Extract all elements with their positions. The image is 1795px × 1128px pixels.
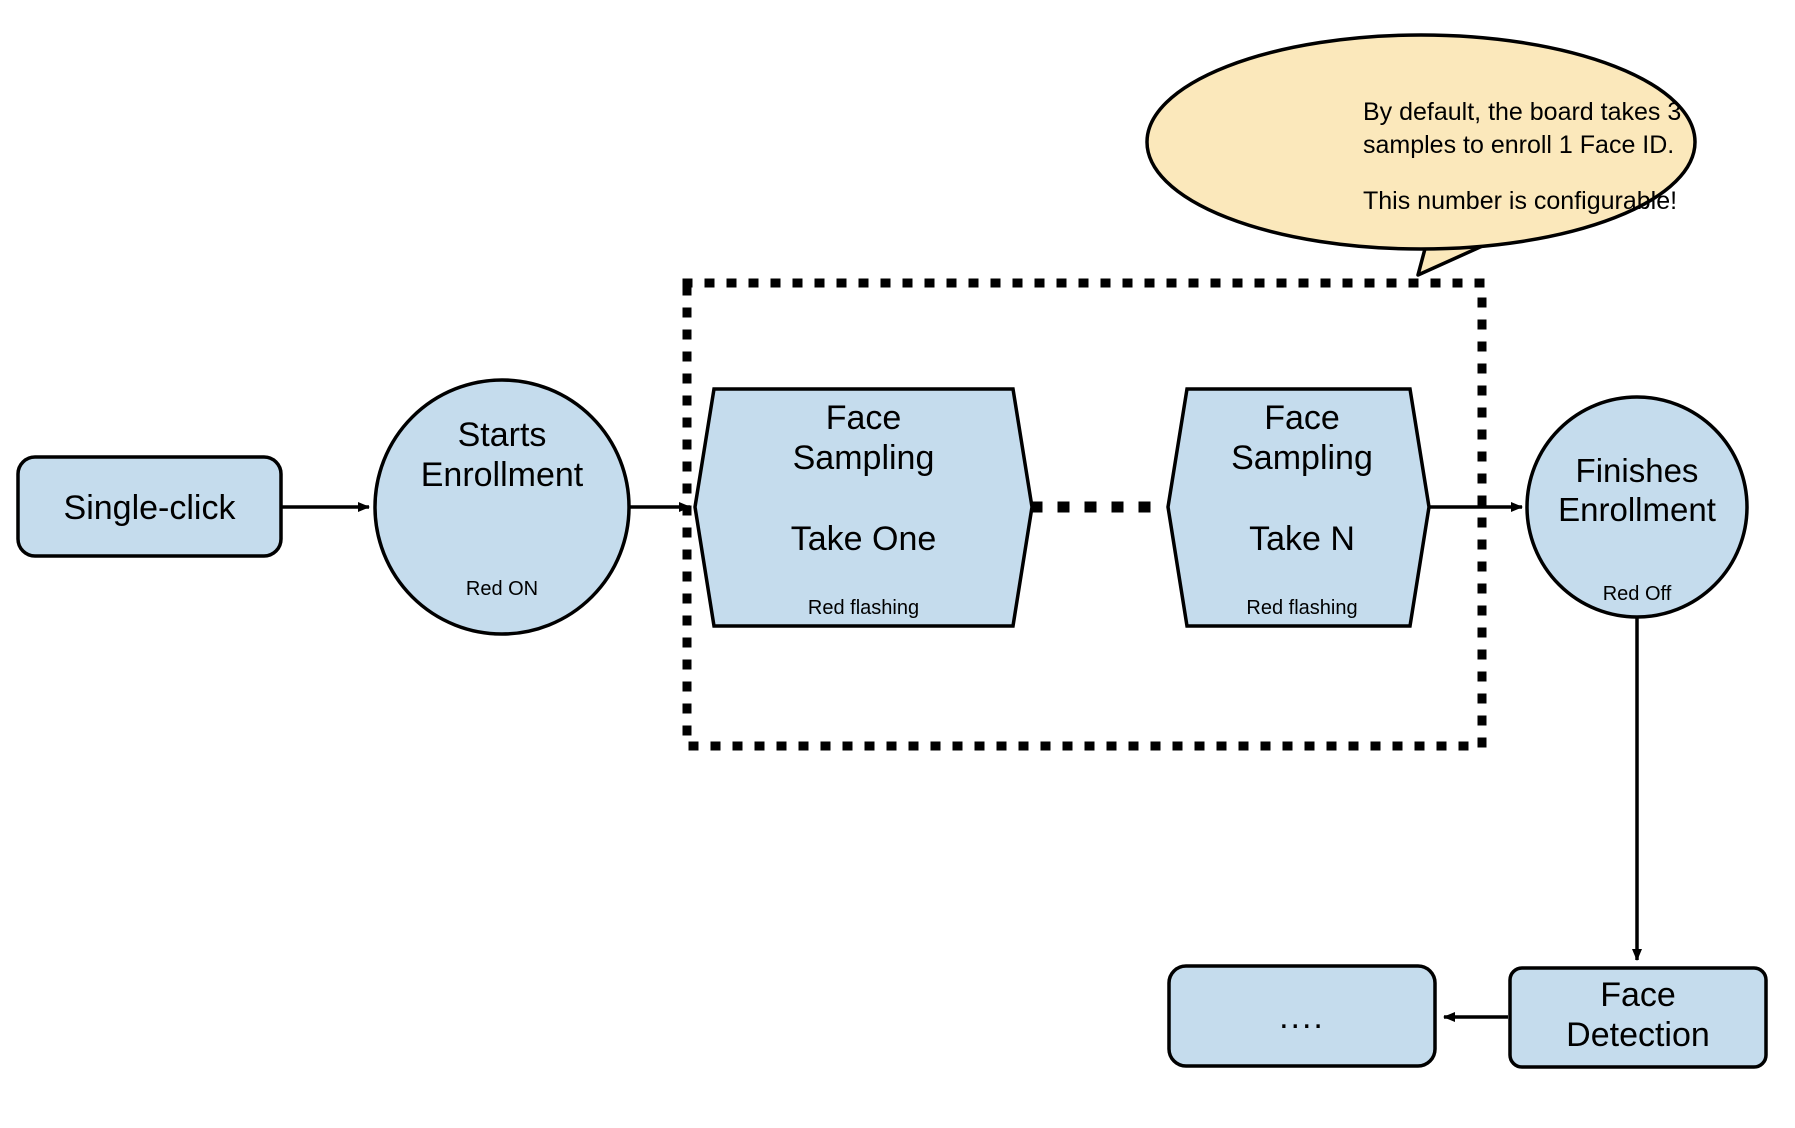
face-sampling-take-one-node-shape[interactable] (693, 387, 1034, 628)
single-click-node-shape[interactable] (16, 455, 283, 558)
continuation-node-shape[interactable] (1167, 964, 1437, 1068)
starts-enrollment-node-shape[interactable] (373, 378, 631, 636)
face-sampling-take-n-node-shape[interactable] (1166, 387, 1431, 628)
sampling-loop-group-box (682, 278, 1487, 751)
face-detection-node-shape[interactable] (1508, 966, 1768, 1069)
callout-bubble (1145, 33, 1697, 251)
finishes-enrollment-node-shape[interactable] (1525, 395, 1749, 619)
